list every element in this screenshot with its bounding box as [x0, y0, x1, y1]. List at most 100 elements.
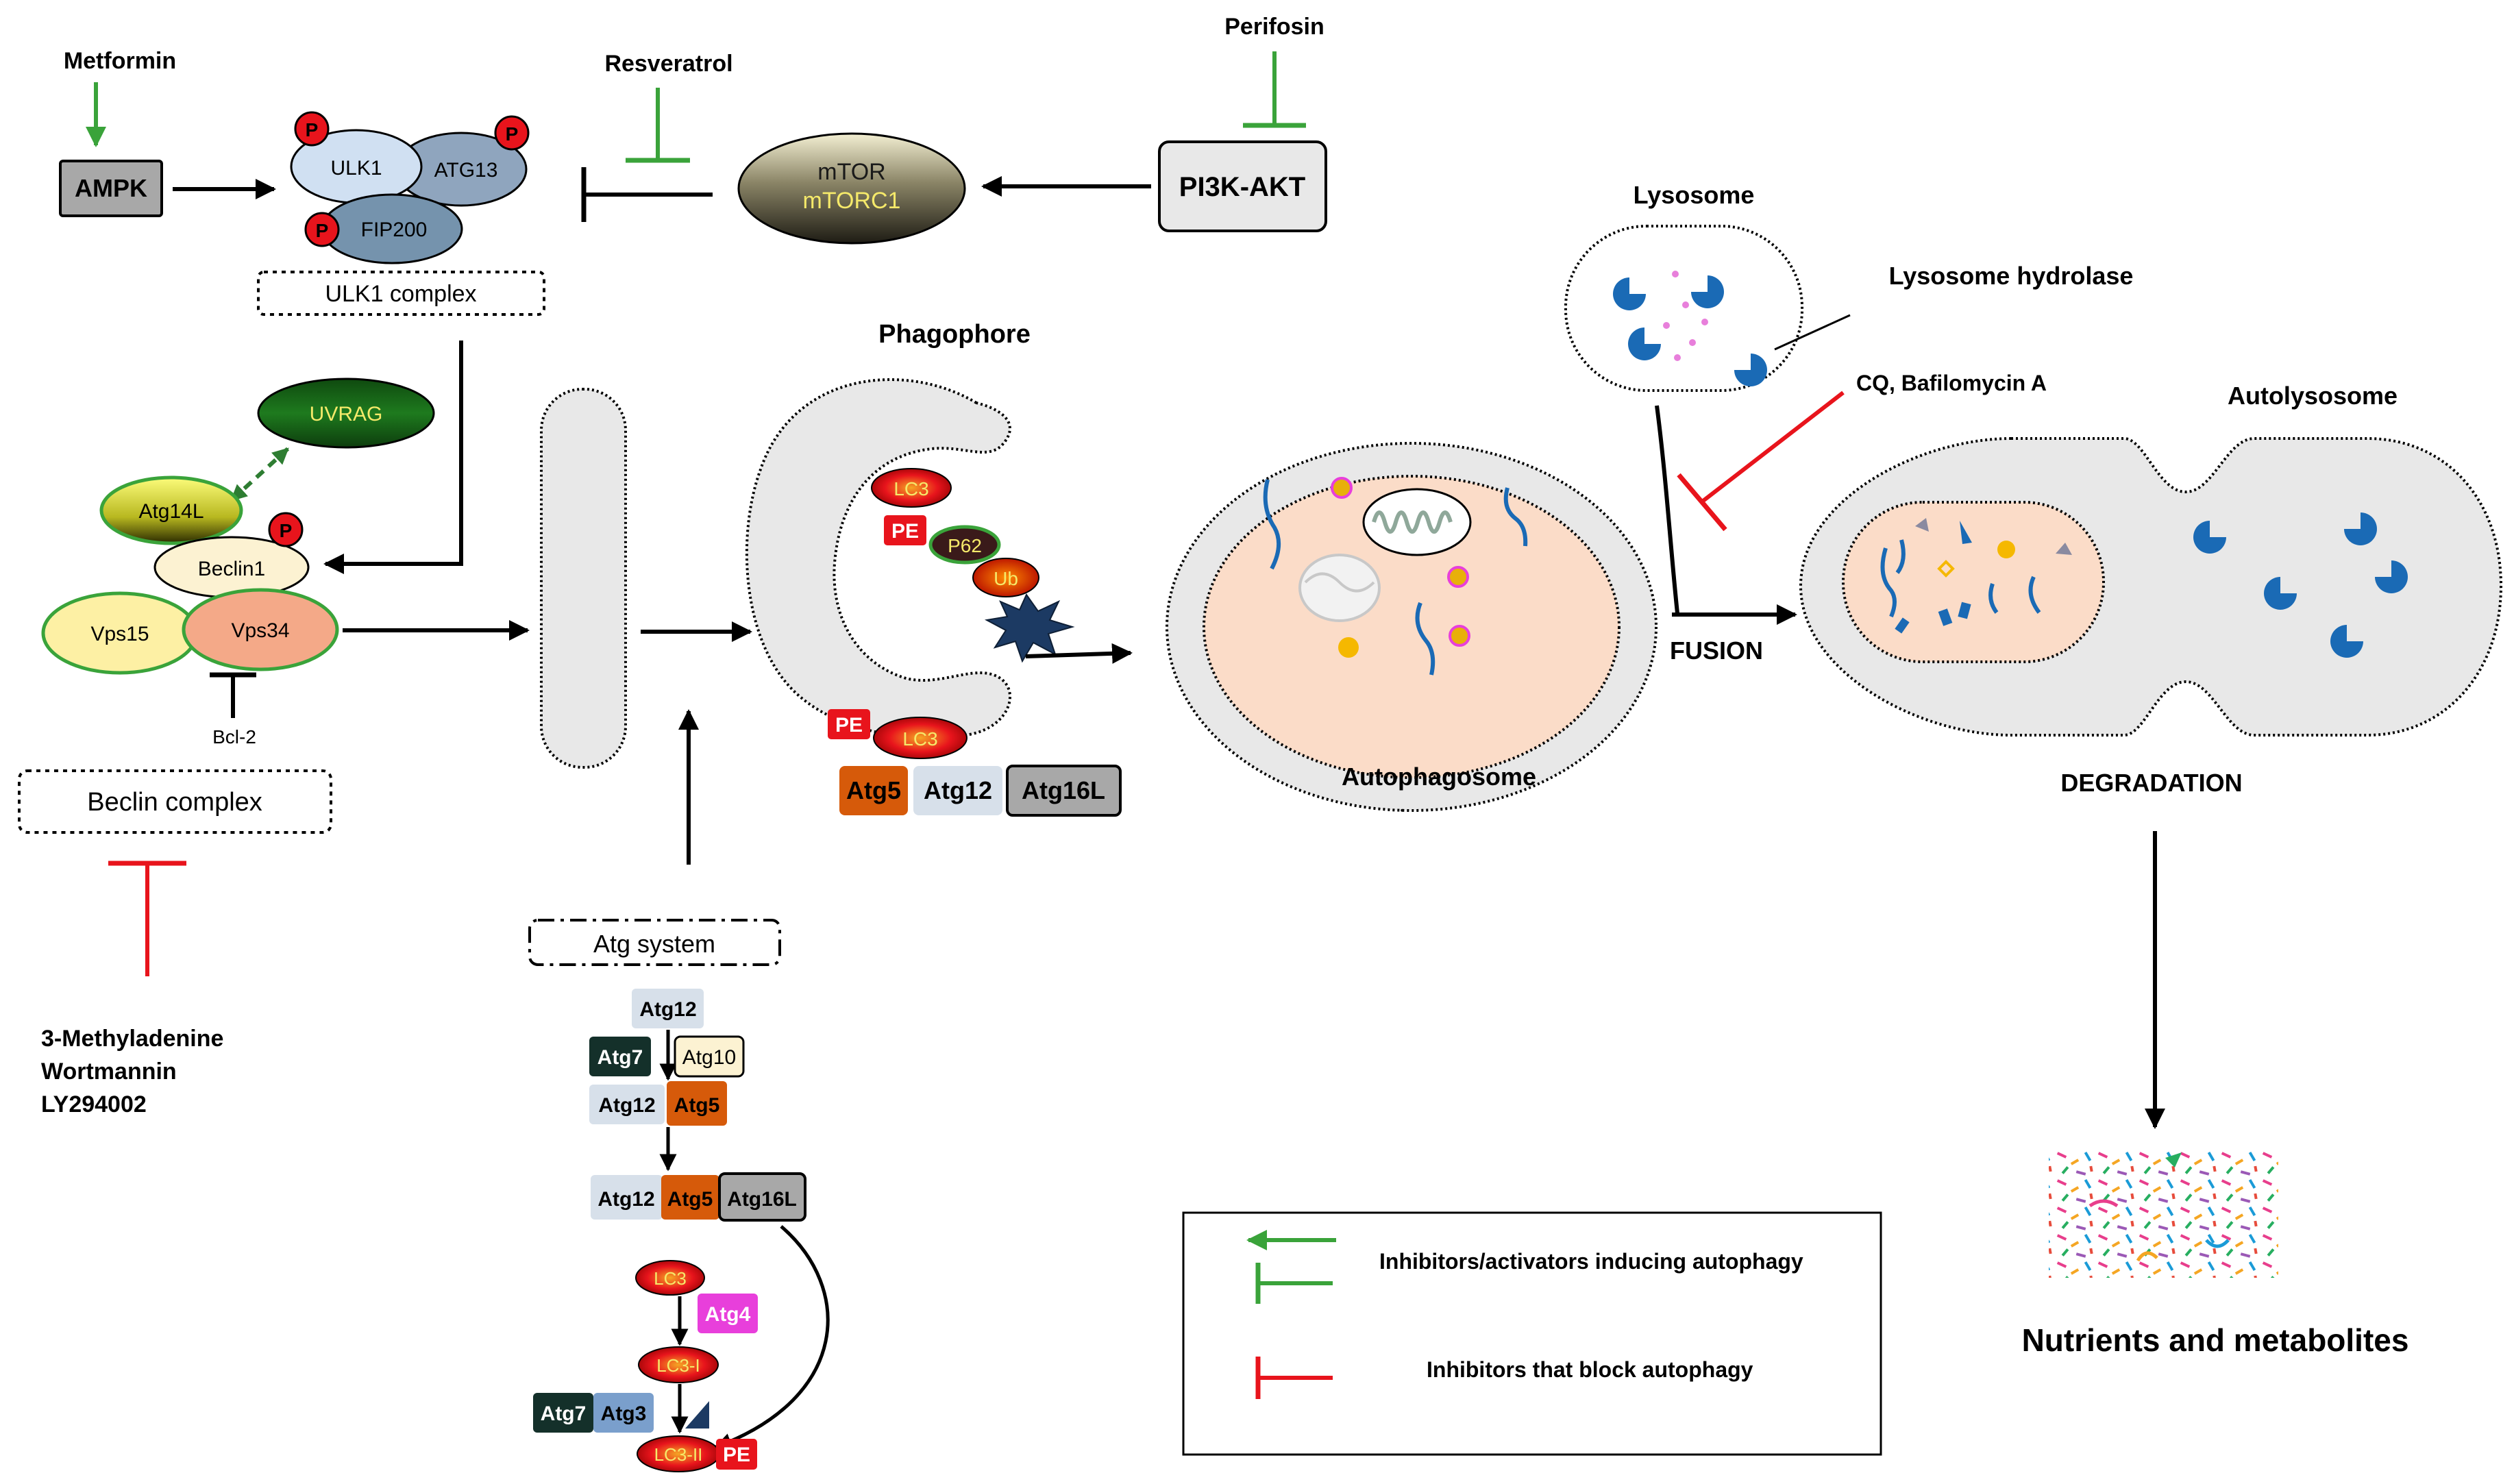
- phagophore-to-autophagosome-arrow: [1025, 643, 1133, 664]
- perifosin-label: Perifosin: [1224, 14, 1324, 40]
- atg7-node: Atg7: [533, 1393, 593, 1433]
- hydrolase-enzyme-icon: [2344, 512, 2377, 545]
- pi3k-akt-node: PI3K-AKT: [1158, 140, 1327, 232]
- mtor-label: mTOR: [817, 159, 885, 185]
- ulk1-complex-label: ULK1 complex: [325, 281, 476, 307]
- legend-item-activators: Inhibitors/activators inducing autophagy: [1379, 1249, 1803, 1274]
- cargo-particle-icon: [1449, 625, 1470, 647]
- lysosome-label: Lysosome: [1634, 181, 1755, 209]
- atg5-node: Atg5: [839, 766, 908, 815]
- ulk1-to-beclin1-arrow: [323, 341, 463, 574]
- autophagosome-label: Autophagosome: [1342, 763, 1536, 791]
- ly294002-label: LY294002: [41, 1091, 147, 1117]
- svg-text:Atg7: Atg7: [597, 1046, 643, 1069]
- svg-text:Atg12: Atg12: [598, 1094, 655, 1117]
- phagophore-title: Phagophore: [878, 320, 1031, 349]
- atg-system-box: Atg system: [528, 919, 781, 966]
- pe-node: PE: [884, 515, 926, 545]
- pe-node: PE: [716, 1439, 757, 1470]
- phagophore-membrane: [745, 378, 1011, 739]
- svg-text:Atg12: Atg12: [597, 1188, 654, 1211]
- cargo-aggregate-icon: [984, 593, 1075, 663]
- uvrag-atg14l-interaction: [230, 447, 290, 502]
- hydrolase-enzyme-icon: [1691, 275, 1724, 308]
- bcl2-label: Bcl-2: [212, 726, 256, 747]
- lc3-node: LC3: [873, 717, 968, 759]
- svg-text:LC3: LC3: [902, 728, 937, 750]
- vps15-label: Vps15: [90, 623, 149, 645]
- protein-fragment-icon: [1263, 479, 1281, 570]
- svg-text:LC3: LC3: [654, 1268, 687, 1289]
- p62-node: P62: [928, 525, 1001, 565]
- svg-text:Atg16L: Atg16L: [1022, 776, 1105, 804]
- damaged-organelle-icon: [1298, 554, 1381, 622]
- hydrolase-enzyme-icon: [1734, 354, 1767, 386]
- vps34-label: Vps34: [231, 619, 289, 642]
- ulk1-complex-cluster: ULK1 ATG13 FIP200 P P P: [290, 111, 530, 264]
- svg-text:Atg5: Atg5: [674, 1094, 720, 1117]
- wortmannin-label: Wortmannin: [41, 1059, 177, 1085]
- atg5-node: Atg5: [661, 1175, 719, 1220]
- mtor-node: mTOR mTORC1: [737, 132, 966, 245]
- ubiquitin-node: Ub: [972, 558, 1039, 597]
- isolation-membrane: [540, 388, 627, 769]
- legend: Inhibitors/activators inducing autophagy…: [1182, 1211, 1882, 1456]
- atg14l-label: Atg14L: [138, 500, 204, 523]
- atg14l-node: Atg14L: [99, 475, 243, 545]
- vps34-node: Vps34: [182, 588, 339, 671]
- beclin1-label: Beclin1: [198, 558, 265, 580]
- lc3-i-node: LC3-I: [638, 1346, 719, 1383]
- cq-inhibition-bar: [1677, 473, 1727, 532]
- ulk1-complex-box: ULK1 complex: [257, 271, 545, 316]
- ulk1-label: ULK1: [330, 157, 382, 180]
- atg12-node: Atg12: [591, 1175, 663, 1220]
- beclin1-node: Beclin1: [153, 536, 310, 599]
- svg-text:Atg5: Atg5: [846, 776, 901, 804]
- svg-text:Atg4: Atg4: [705, 1303, 751, 1326]
- lc3-node: LC3: [635, 1260, 705, 1296]
- atg16l-node: Atg16L: [1006, 765, 1122, 817]
- atg16l-node: Atg16L: [718, 1172, 806, 1222]
- svg-text:LC3-I: LC3-I: [656, 1355, 700, 1376]
- svg-text:Atg7: Atg7: [541, 1402, 587, 1425]
- atg4-node: Atg4: [698, 1294, 758, 1333]
- hydrolase-enzyme-icon: [2264, 577, 2297, 610]
- phospho-badge: P: [494, 115, 530, 151]
- hydrolase-enzyme-icon: [2375, 560, 2408, 593]
- hydrolase-pointer: [1774, 314, 1851, 351]
- fusion-label: FUSION: [1670, 636, 1763, 665]
- svg-text:P62: P62: [948, 535, 982, 556]
- svg-text:P: P: [506, 123, 519, 145]
- svg-text:LC3: LC3: [894, 478, 928, 499]
- hydrolase-enzyme-icon: [2330, 625, 2363, 658]
- lc3-node: LC3: [871, 468, 952, 508]
- svg-text:Atg3: Atg3: [601, 1402, 647, 1425]
- svg-text:P: P: [316, 220, 329, 241]
- svg-text:PE: PE: [835, 714, 863, 737]
- pe-node: PE: [828, 709, 870, 739]
- uvrag-label: UVRAG: [310, 403, 383, 425]
- autolysosome-label: Autolysosome: [2228, 382, 2398, 410]
- fip200-label: FIP200: [361, 219, 428, 241]
- atg12-node: Atg12: [632, 989, 704, 1028]
- atg16l-to-lc3ii-arrow: [714, 1225, 830, 1450]
- svg-text:Atg5: Atg5: [667, 1188, 713, 1211]
- svg-text:P: P: [306, 119, 319, 140]
- lysosome-fusion-path: [1655, 405, 1679, 614]
- svg-text:PE: PE: [723, 1444, 750, 1466]
- cq-inhibition-stem: [1700, 391, 1845, 504]
- svg-text:LC3-II: LC3-II: [654, 1444, 703, 1465]
- catalysis-marker-icon: [685, 1401, 709, 1429]
- cargo-particle-icon: [1447, 566, 1469, 588]
- mtorc1-label: mTORC1: [803, 188, 901, 214]
- phospho-badge: P: [268, 512, 304, 547]
- phospho-badge: P: [304, 212, 340, 247]
- svg-text:Atg10: Atg10: [682, 1046, 736, 1069]
- nutrients-label: Nutrients and metabolites: [2022, 1322, 2409, 1358]
- pi3k-akt-label: PI3K-AKT: [1179, 172, 1305, 202]
- atg12-node: Atg12: [913, 766, 1002, 815]
- atg7-node: Atg7: [589, 1037, 651, 1076]
- hydrolase-enzyme-icon: [1628, 327, 1661, 360]
- lc3-ii-node: LC3-II: [637, 1435, 720, 1472]
- autophagosome: [1166, 442, 1657, 812]
